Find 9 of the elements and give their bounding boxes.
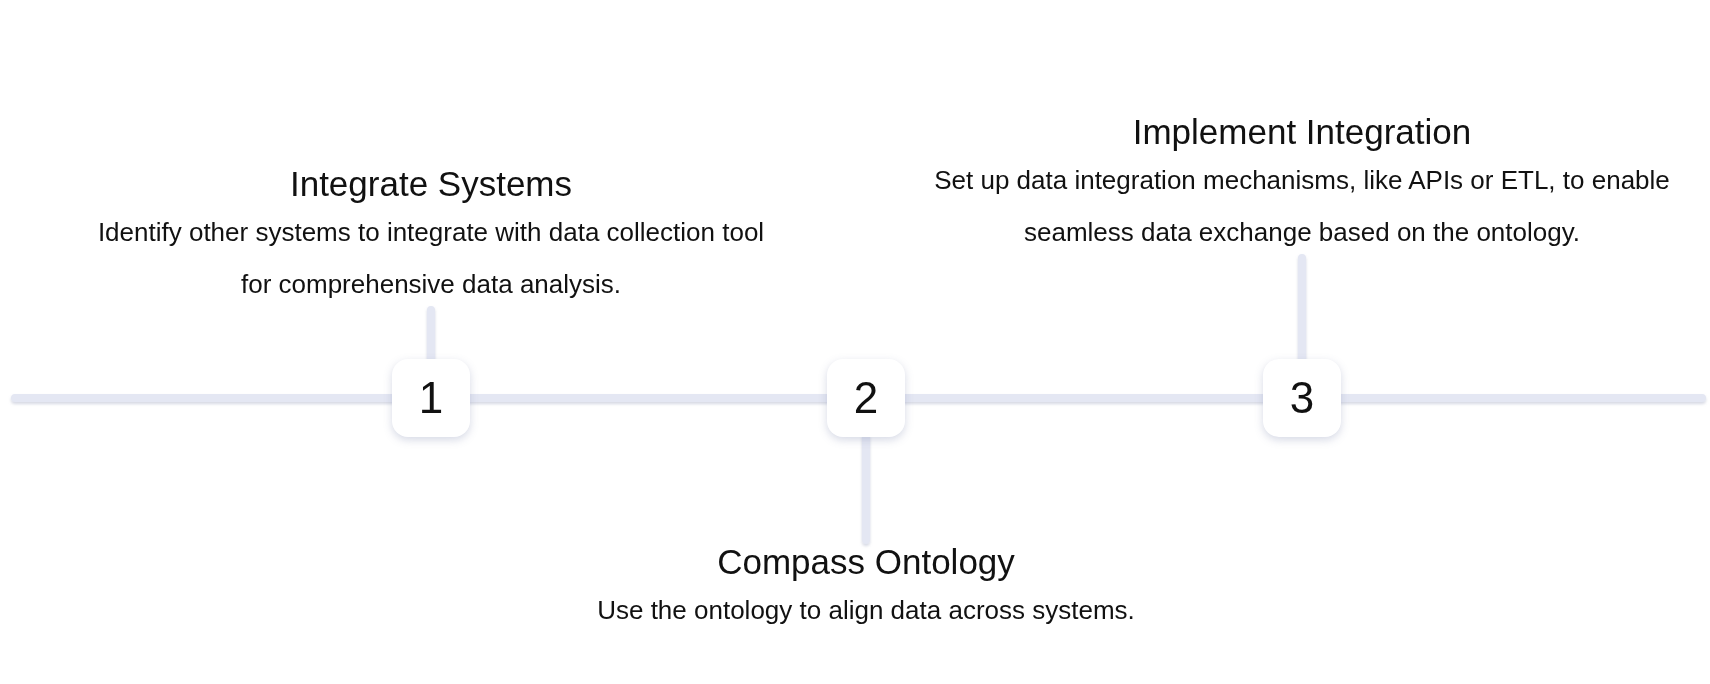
step-title: Compass Ontology (717, 541, 1015, 583)
step-number-box: 3 (1263, 359, 1341, 437)
step-number-box: 1 (392, 359, 470, 437)
step-description: Identify other systems to integrate with data collection tool for comprehensive data analysis. (96, 216, 766, 301)
step-number-box: 2 (827, 359, 905, 437)
step-description: Set up data integration mechanisms, like APIs or ETL, to enable seamless data exchange based on the ontology. (933, 164, 1671, 249)
step-title: Implement Integration (1132, 111, 1472, 153)
step-title: Integrate Systems (289, 163, 573, 205)
step-description: Use the ontology to align data across systems. (597, 594, 1135, 627)
